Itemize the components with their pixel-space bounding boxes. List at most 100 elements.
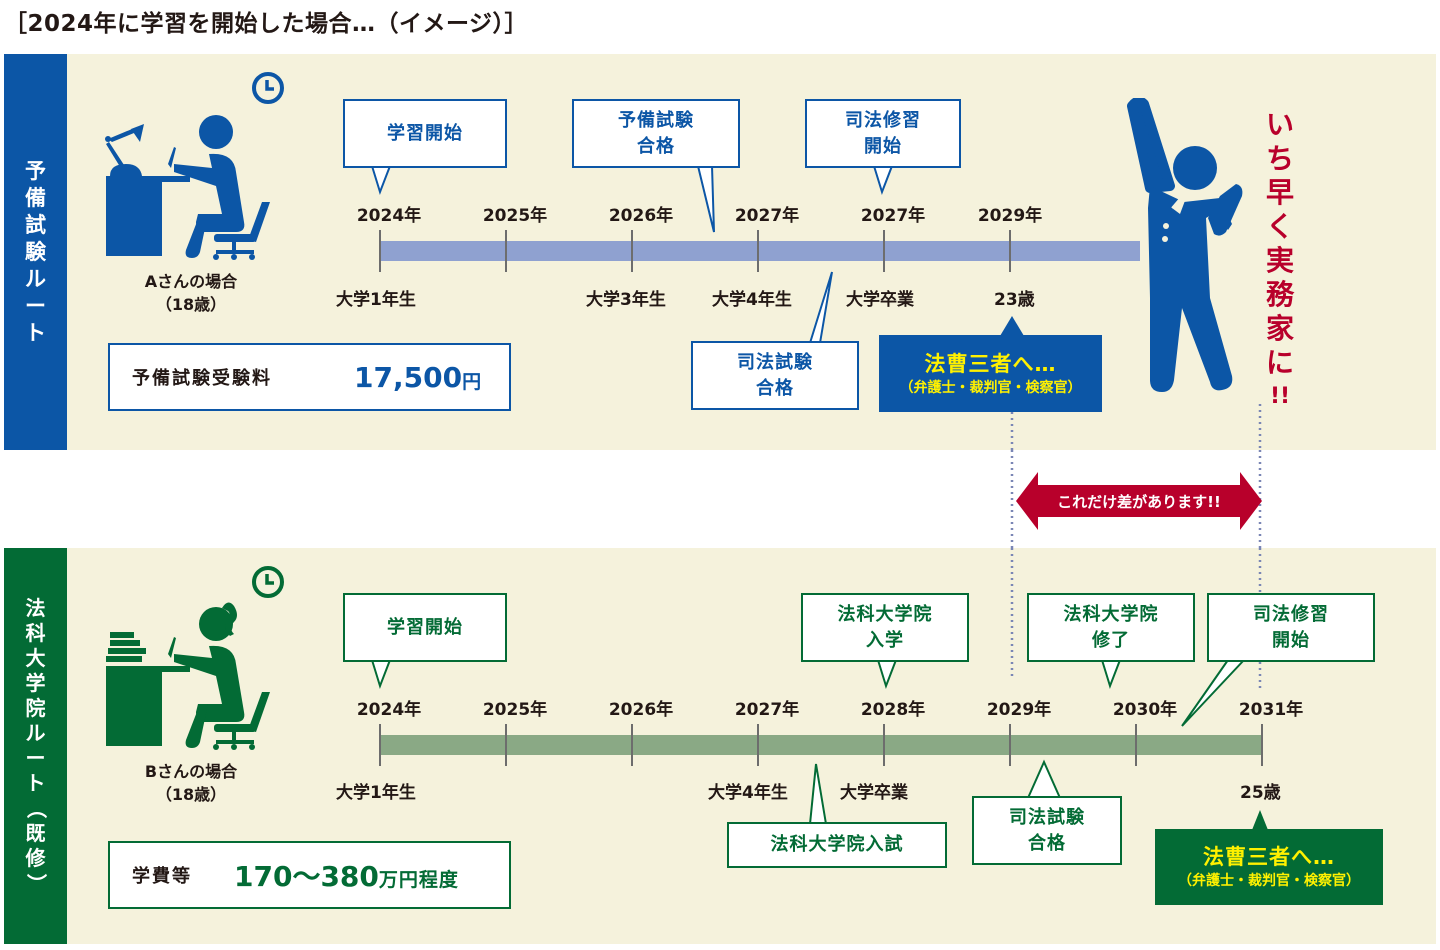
- slogan-char: 早: [1265, 176, 1294, 209]
- side-char: 学: [25, 671, 46, 695]
- person-b-label: Bさんの場合 （18歳）: [116, 760, 266, 806]
- bubble-training-start-b: 司法修習 開始: [1207, 593, 1375, 662]
- bubble-training-start-a: 司法修習 開始: [805, 99, 961, 168]
- grade-label: 大学卒業: [840, 783, 908, 803]
- side-char: ー: [25, 293, 46, 318]
- exam-fee-unit: 円: [462, 370, 482, 393]
- route-b-side-label: 法 科 大 学 院 ル ー ト （ 既 修 ）: [4, 548, 67, 944]
- bubble-text: 合格: [756, 377, 794, 399]
- goal-box-b: 法曹三者へ… （弁護士・裁判官・検察官）: [1155, 829, 1383, 905]
- bubble-text: 修了: [1092, 629, 1130, 651]
- bubble-law-school-complete: 法科大学院 修了: [1027, 593, 1195, 662]
- route-b-panel: 法 科 大 学 院 ル ー ト （ 既 修 ）: [4, 548, 1436, 944]
- side-char: 修: [25, 846, 46, 870]
- person-b-name: Bさんの場合: [144, 762, 238, 781]
- bubble-text: 予備試験: [618, 109, 694, 131]
- bubble-law-school-entrance-exam: 法科大学院入試: [727, 822, 947, 868]
- route-a-side-label: 予 備 試 験 ル ー ト: [4, 54, 67, 450]
- slogan-char: に: [1265, 346, 1294, 379]
- year-label: 2027年: [860, 206, 926, 226]
- tuition-box: 学費等 170〜380 万円程度: [108, 841, 511, 909]
- bubble-study-start-a: 学習開始: [343, 99, 507, 168]
- tick: [505, 724, 507, 766]
- grade-label: 大学1年生: [336, 783, 416, 803]
- grade-label: 大学4年生: [708, 783, 788, 803]
- year-label: 2028年: [860, 700, 926, 720]
- slogan-char: く: [1265, 210, 1294, 243]
- year-label: 2024年: [356, 206, 422, 226]
- bubble-bar-exam-pass-a: 司法試験 合格: [691, 341, 859, 410]
- tuition-unit: 万円程度: [378, 868, 459, 891]
- tick: [883, 230, 885, 272]
- slogan-char: !!: [1269, 384, 1291, 409]
- clock-icon: [252, 72, 284, 104]
- goal-main-text: 法曹三者へ…: [1203, 845, 1335, 869]
- tick: [1135, 724, 1137, 766]
- year-label: 2029年: [977, 206, 1043, 226]
- side-char: ー: [25, 746, 46, 770]
- slogan-char: 実: [1265, 244, 1294, 277]
- side-char: 備: [25, 185, 46, 210]
- year-label: 2029年: [986, 700, 1052, 720]
- goal-sub-text: （弁護士・裁判官・検察官）: [899, 379, 1082, 396]
- bubble-text: 司法試験: [1009, 806, 1085, 828]
- exam-fee-label: 予備試験受験料: [132, 368, 272, 389]
- goal-main-text: 法曹三者へ…: [924, 351, 1057, 376]
- page-title: ［2024年に学習を開始した場合…（イメージ）］: [4, 11, 529, 37]
- tick: [757, 230, 759, 272]
- bubble-text: 学習開始: [387, 616, 463, 638]
- grade-label: 大学卒業: [846, 290, 914, 310]
- grade-label: 大学3年生: [586, 290, 666, 310]
- bubble-text: 学習開始: [387, 122, 463, 144]
- slogan-char: い: [1265, 108, 1294, 141]
- side-char: ト: [25, 320, 46, 345]
- year-label: 2031年: [1238, 700, 1304, 720]
- bubble-text: 開始: [1272, 629, 1310, 651]
- slogan-char: 務: [1265, 278, 1294, 311]
- side-char: 院: [25, 696, 46, 720]
- bubble-text: 法科大学院: [1063, 603, 1159, 625]
- side-char: 科: [25, 621, 46, 645]
- year-label: 2027年: [734, 700, 800, 720]
- year-label: 2030年: [1112, 700, 1178, 720]
- year-label: 2027年: [734, 206, 800, 226]
- side-char: 予: [25, 158, 46, 183]
- year-label: 2025年: [482, 700, 548, 720]
- side-char: ル: [25, 266, 46, 291]
- year-label: 2024年: [356, 700, 422, 720]
- person-a-age: （18歳）: [155, 295, 227, 314]
- tick: [631, 724, 633, 766]
- bubble-text: 法科大学院: [837, 603, 933, 625]
- slogan-char: ち: [1265, 142, 1294, 175]
- student-at-desk-with-lamp-icon: [105, 115, 270, 260]
- tick: [1009, 724, 1011, 766]
- person-b-age: （18歳）: [155, 785, 227, 804]
- goal-box-a: 法曹三者へ… （弁護士・裁判官・検察官）: [879, 335, 1102, 412]
- route-a-panel: 予 備 試 験 ル ー ト: [4, 54, 1436, 450]
- side-char: 験: [25, 239, 46, 264]
- side-char: ル: [25, 721, 46, 745]
- slogan-char: 家: [1265, 312, 1294, 345]
- cheering-businessman-icon: [1127, 98, 1243, 392]
- bubble-bar-exam-pass-b: 司法試験 合格: [972, 796, 1122, 865]
- bubble-text: 法科大学院入試: [770, 834, 904, 855]
- difference-label: これだけ差があります!!: [1057, 492, 1221, 511]
- side-char: 既: [25, 821, 46, 845]
- tick: [379, 230, 381, 272]
- bubble-text: 開始: [864, 135, 902, 157]
- bubble-text: 司法修習: [1253, 603, 1329, 625]
- side-char: 法: [25, 596, 46, 620]
- year-label: 2025年: [482, 206, 548, 226]
- person-a-label: Aさんの場合 （18歳）: [116, 270, 266, 316]
- grade-label: 大学4年生: [712, 290, 792, 310]
- slogan-vertical: い ち 早 く 実 務 家 に !!: [1260, 108, 1300, 414]
- double-arrow-icon: [1016, 472, 1262, 530]
- tick: [379, 724, 381, 766]
- bubble-text: 合格: [1028, 832, 1066, 854]
- tick: [505, 230, 507, 272]
- tuition-label: 学費等: [132, 866, 192, 887]
- bubble-text: 司法試験: [737, 351, 813, 373]
- route-b-timeline-bar: [380, 735, 1262, 755]
- tick: [757, 724, 759, 766]
- exam-fee-value: 17,500: [354, 360, 463, 394]
